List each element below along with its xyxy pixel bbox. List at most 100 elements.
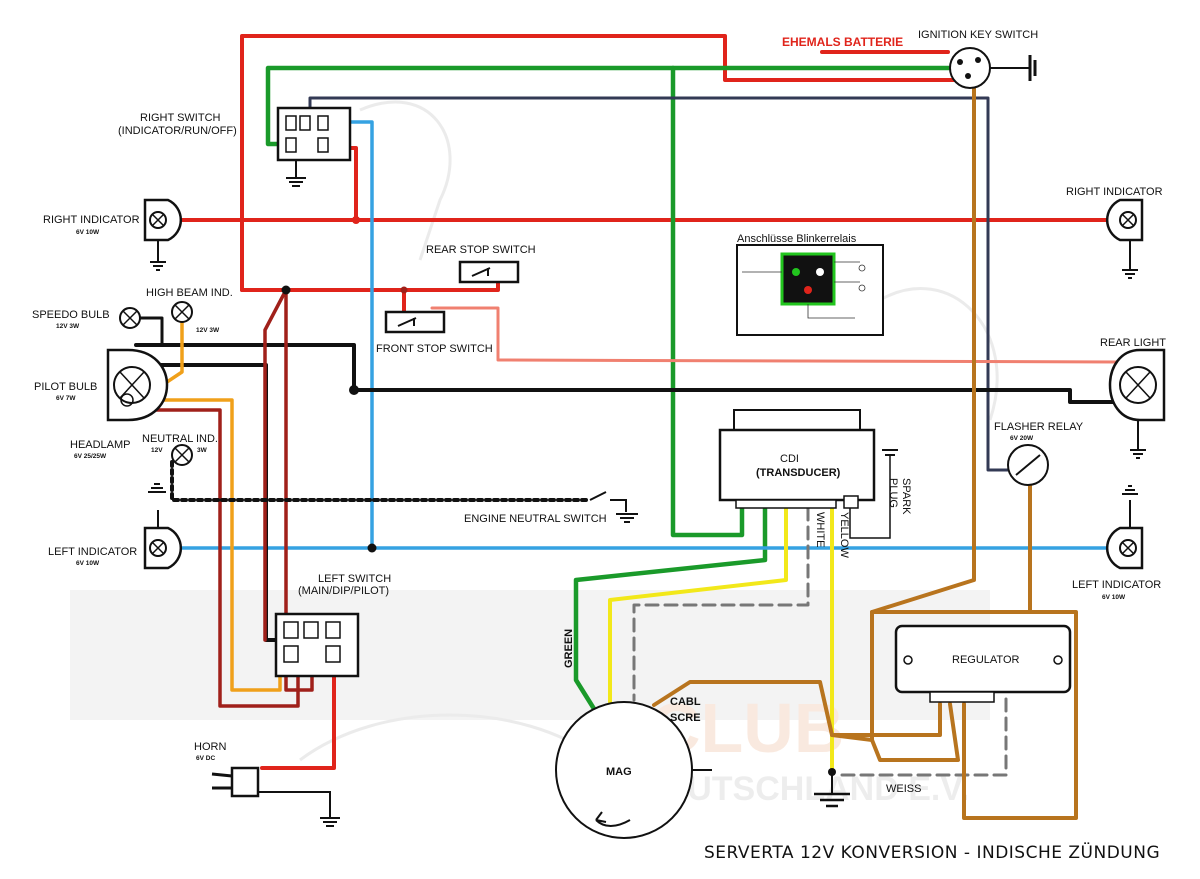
speedo-bulb-cross — [122, 310, 138, 326]
right-switch-contact-1 — [285, 115, 297, 131]
magneto: MAG CABL SCRE — [555, 696, 712, 839]
wire-blue-switch — [346, 120, 374, 550]
wire-grey-dashed-weiss — [840, 696, 1008, 777]
rear-light: REAR LIGHT — [1100, 337, 1166, 459]
blinker-relay-white-dot — [816, 268, 824, 276]
headlamp-body — [106, 348, 169, 422]
ignition-pin-3 — [965, 73, 971, 79]
horn-cone-icon — [211, 772, 233, 790]
engine-neutral-switch-contact — [589, 491, 627, 512]
left-switch: LEFT SWITCH (MAIN/DIP/PILOT) — [274, 573, 391, 678]
pilot-bulb-label: PILOT BULB — [34, 381, 97, 393]
diagram-title: SERVERTA 12V KONVERSION - INDISCHE ZÜNDU… — [704, 841, 1160, 863]
blinker-relay-body — [780, 252, 836, 306]
right-indicator-front: RIGHT INDICATOR 6V 10W — [43, 198, 183, 271]
engine-neutral-switch-label: ENGINE NEUTRAL SWITCH — [464, 513, 607, 525]
right-indicator-front-body — [143, 198, 183, 242]
engine-neutral-ground-icon — [616, 513, 638, 523]
wire-brown-reg-2 — [870, 702, 960, 762]
pilot-bulb-spec: 6V 7W — [56, 395, 76, 402]
rear-light-filament — [1125, 371, 1151, 399]
right-indicator-rear: RIGHT INDICATOR — [1066, 186, 1163, 279]
blinker-relay-red-dot — [804, 286, 812, 294]
wire-green-mag — [573, 505, 768, 715]
ehemals-batterie-label: EHEMALS BATTERIE — [782, 35, 903, 49]
wire-green-top — [265, 65, 953, 147]
watermark: CLUB DEUTSCHLAND E.V. — [70, 100, 999, 808]
wire-black-speedo — [138, 316, 164, 347]
ignition-body — [949, 47, 991, 89]
rear-stop-switch-label: REAR STOP SWITCH — [426, 244, 536, 256]
flasher-relay: FLASHER RELAY 6V 20W — [994, 421, 1084, 486]
junction-red-front — [400, 286, 408, 294]
junction-red-stop — [281, 285, 291, 295]
left-indicator-rear-cross — [1121, 541, 1135, 555]
left-indicator-rear: LEFT INDICATOR 6V 10W — [1072, 485, 1161, 601]
right-indicator-rear-body — [1105, 198, 1144, 242]
wire-red-stop-feed — [240, 280, 500, 292]
flasher-relay-label: FLASHER RELAY — [994, 421, 1084, 433]
wires — [134, 34, 1120, 820]
headlamp: PILOT BULB 6V 7W HEADLAMP 6V 25/25W — [34, 348, 169, 460]
rear-light-bulb-icon — [1119, 366, 1157, 404]
main-ground: WEISS — [814, 768, 921, 808]
left-indicator-rear-ground-icon — [1122, 485, 1138, 495]
front-stop-switch-contact — [397, 317, 417, 327]
flasher-relay-spec: 6V 20W — [1010, 435, 1034, 442]
right-switch-contact-3 — [317, 115, 329, 131]
white-wire-label: WHITE — [814, 512, 826, 547]
right-indicator-front-spec: 6V 10W — [76, 229, 100, 236]
rear-light-label: REAR LIGHT — [1100, 337, 1166, 349]
high-beam-label: HIGH BEAM IND. — [146, 287, 233, 299]
left-indicator-front-label: LEFT INDICATOR — [48, 546, 137, 558]
wire-neutral-dotted — [170, 460, 592, 502]
pilot-bulb-icon — [120, 393, 134, 407]
right-indicator-front-bulb-icon — [149, 211, 167, 229]
blinker-inset-wiring — [742, 261, 860, 319]
horn-label: HORN — [194, 741, 226, 753]
wire-salmon-rear-stop — [430, 306, 1120, 364]
cable-screen-label-2: SCRE — [670, 712, 701, 724]
regulator-mount-right — [1053, 655, 1063, 665]
regulator-label: REGULATOR — [952, 654, 1019, 666]
right-switch-contact-5 — [317, 137, 329, 153]
left-indicator-front-bulb-icon — [149, 539, 167, 557]
horn-body — [230, 766, 260, 798]
main-ground-icon — [814, 792, 850, 808]
horn-ground-wire — [258, 791, 331, 818]
wire-brown-regulator — [652, 680, 942, 737]
junction-black — [349, 385, 359, 395]
neutral-indicator: NEUTRAL IND. 12V 3W — [142, 433, 218, 493]
neutral-spec-b: 3W — [197, 447, 208, 454]
left-indicator-rear-label: LEFT INDICATOR — [1072, 579, 1161, 591]
ignition-key-switch: IGNITION KEY SWITCH EHEMALS BATTERIE — [782, 29, 1038, 89]
watermark-deutschland: DEUTSCHLAND E.V. — [640, 770, 969, 808]
weiss-label: WEISS — [886, 783, 921, 795]
green-wire-label: GREEN — [563, 629, 575, 668]
left-indicator-front-spec: 6V 10W — [76, 560, 100, 567]
left-switch-body — [274, 612, 360, 678]
right-indicator-front-cross — [151, 213, 165, 227]
horn-ground-icon — [320, 817, 340, 827]
headlamp-filament — [119, 371, 145, 399]
yellow-wire-label: YELLOW — [838, 512, 850, 558]
spark-plug-icon — [882, 449, 898, 456]
ignition-pin-2 — [975, 57, 981, 63]
speedo-bulb-label: SPEEDO BULB — [32, 309, 110, 321]
right-switch-ground-icon — [286, 177, 306, 187]
magneto-rotation-arrow-icon — [595, 811, 631, 827]
right-indicator-rear-label: RIGHT INDICATOR — [1066, 186, 1163, 198]
wire-orange-highbeam — [138, 320, 282, 692]
left-switch-contact-4 — [283, 645, 299, 663]
right-indicator-rear-ground-icon — [1122, 269, 1138, 279]
neutral-ind-label: NEUTRAL IND. — [142, 433, 218, 445]
wire-black-rear-light — [134, 343, 1120, 404]
left-switch-contact-2 — [303, 621, 319, 639]
neutral-spec-a: 12V — [151, 447, 163, 454]
rear-stop-switch-contact — [471, 267, 491, 277]
high-beam-indicator: HIGH BEAM IND. 12V 3W — [146, 287, 233, 334]
ignition-key-switch-label: IGNITION KEY SWITCH — [918, 29, 1038, 41]
right-switch-contact-2 — [299, 115, 311, 131]
left-switch-contact-3 — [325, 621, 341, 639]
cable-screen-label: CABL — [670, 696, 701, 708]
